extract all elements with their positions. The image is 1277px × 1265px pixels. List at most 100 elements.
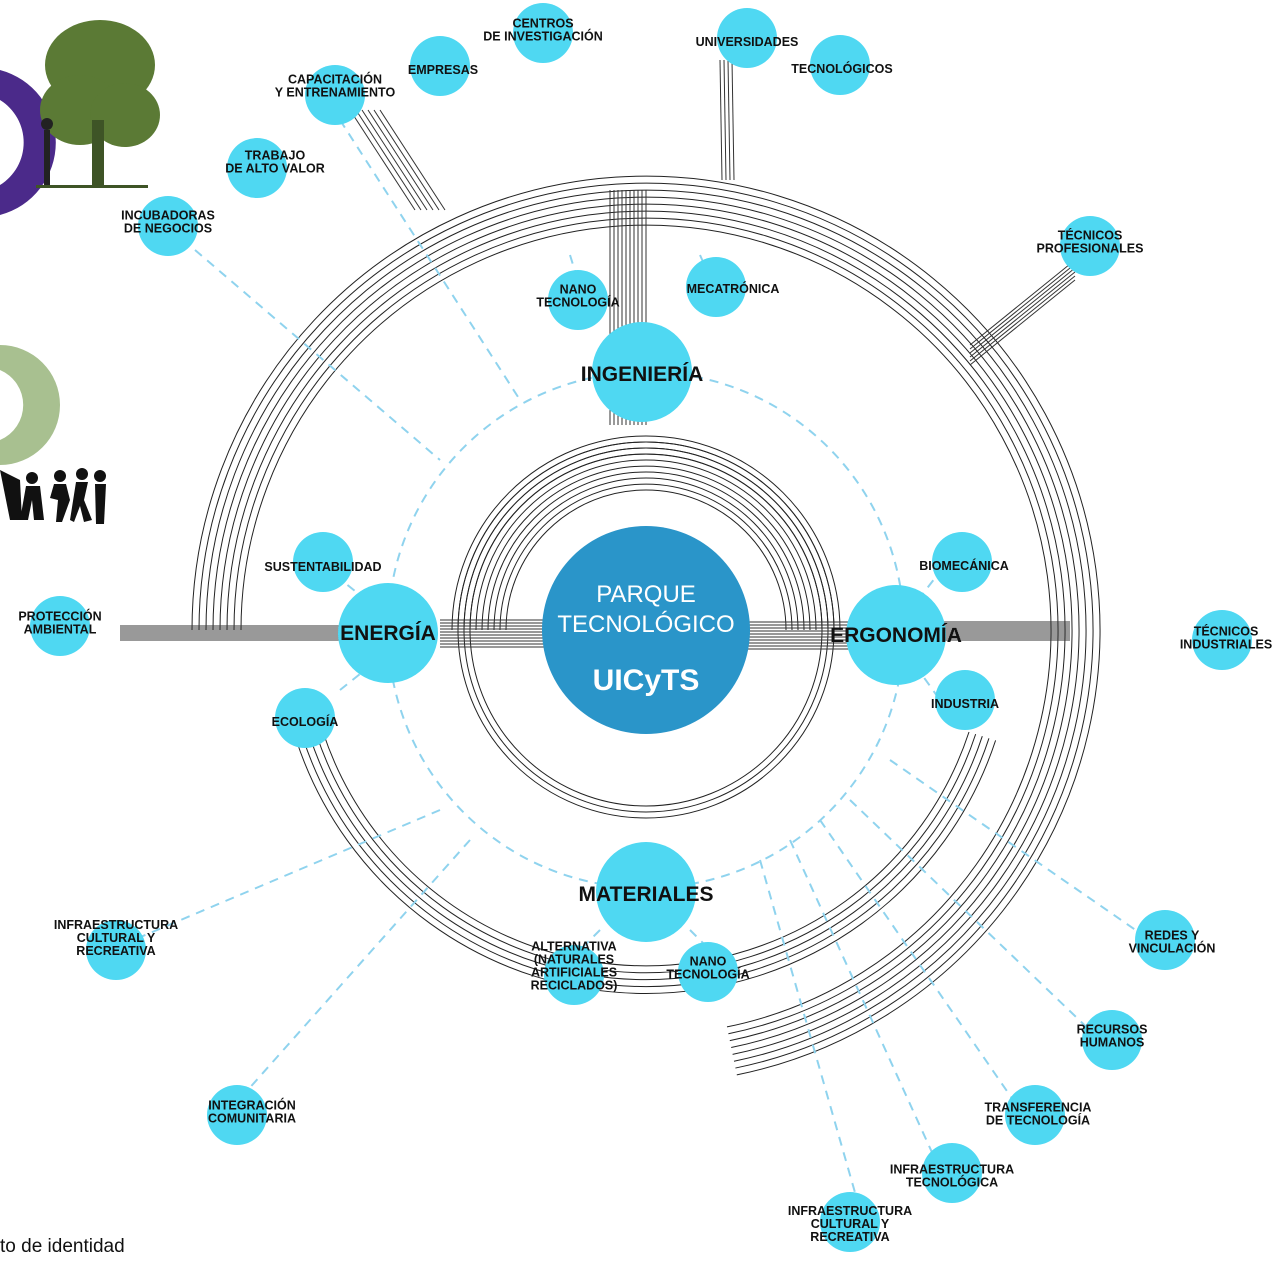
node-nano-bottom-label: TECNOLOGÍA <box>666 967 749 982</box>
node-infra-cultural-left-label: CULTURAL Y <box>77 931 156 945</box>
node-nano-bottom-circle <box>678 942 738 1002</box>
node-infra-cultural-bottom-label: INFRAESTRUCTURA <box>788 1204 912 1218</box>
node-empresas: EMPRESAS <box>408 36 478 96</box>
node-tecnologicos-circle <box>810 35 870 95</box>
node-proteccion-label: AMBIENTAL <box>24 623 97 637</box>
node-centros-circle <box>513 3 573 63</box>
connector-line <box>969 275 1076 362</box>
inner-arc <box>475 459 817 631</box>
people-silhouettes-illustration <box>0 468 106 524</box>
node-industria: INDUSTRIA <box>931 670 999 730</box>
connector-line <box>361 109 428 211</box>
hub-ergonomia-circle <box>846 585 946 685</box>
connector-line <box>731 59 735 181</box>
lower-ring <box>315 733 977 974</box>
node-alternativa-circle <box>544 945 604 1005</box>
node-biomecanica: BIOMECÁNICA <box>919 532 1009 592</box>
inner-arc <box>457 441 835 631</box>
center-line-1: PARQUE <box>596 581 696 608</box>
node-industria-circle <box>935 670 995 730</box>
dashed-link <box>339 669 366 691</box>
node-recursos-label: HUMANOS <box>1080 1036 1145 1050</box>
tree-illustration <box>36 20 160 188</box>
hub-ingenieria-label: INGENIERÍA <box>581 363 704 386</box>
node-tecnicos-prof-label: TÉCNICOS <box>1058 228 1123 243</box>
node-integracion-circle <box>207 1085 267 1145</box>
outer-ring <box>198 182 1094 1069</box>
node-biomecanica-label: BIOMECÁNICA <box>919 558 1009 573</box>
leaf-nodes: NANOTECNOLOGÍAMECATRÓNICASUSTENTABILIDAD… <box>18 3 1272 1252</box>
node-proteccion-circle <box>30 596 90 656</box>
hub-energia-circle <box>338 583 438 683</box>
node-transferencia-circle <box>1005 1085 1065 1145</box>
node-integracion-label: COMUNITARIA <box>208 1112 296 1126</box>
node-trabajo-label: DE ALTO VALOR <box>225 162 325 176</box>
node-infra-cultural-bottom-circle <box>820 1192 880 1252</box>
node-trabajo-circle <box>227 138 287 198</box>
dashed-link <box>339 119 521 401</box>
node-sustentabilidad-label: SUSTENTABILIDAD <box>264 560 381 574</box>
outer-ring <box>233 217 1059 1035</box>
node-alternativa: ALTERNATIVA(NATURALESARTIFICIALESRECICLA… <box>531 940 618 1005</box>
outer-ring <box>219 203 1073 1048</box>
node-redes-label: REDES Y <box>1145 929 1200 943</box>
connector-line <box>723 59 727 181</box>
node-redes-circle <box>1135 910 1195 970</box>
footer-caption: to de identidad <box>0 1236 125 1257</box>
lower-ring <box>302 738 990 988</box>
node-alternativa-label: (NATURALES <box>534 953 614 967</box>
inner-arc <box>487 471 805 631</box>
dashed-link <box>229 839 471 1111</box>
connector-line <box>969 267 1076 354</box>
dashed-link <box>819 819 1021 1111</box>
inner-arc <box>469 453 823 631</box>
node-tecnicos-prof-circle <box>1060 216 1120 276</box>
node-tecnicos-prof-label: PROFESIONALES <box>1037 242 1144 256</box>
node-industria-label: INDUSTRIA <box>931 697 999 711</box>
dashed-link <box>849 799 1101 1041</box>
node-proteccion-label: PROTECCIÓN <box>18 609 101 624</box>
lower-ring <box>295 740 997 994</box>
node-universidades-label: UNIVERSIDADES <box>696 35 799 49</box>
node-sustentabilidad: SUSTENTABILIDAD <box>264 532 382 592</box>
node-ecologia-circle <box>275 688 335 748</box>
node-alternativa-label: RECICLADOS) <box>531 979 618 993</box>
node-recursos-label: RECURSOS <box>1077 1023 1148 1037</box>
inner-arc <box>451 435 841 631</box>
connector-line <box>969 271 1076 358</box>
lower-ring <box>309 736 983 981</box>
connector-line <box>969 279 1076 366</box>
node-incubadoras-label: INCUBADORAS <box>121 209 215 223</box>
node-mecatronica-circle <box>686 257 746 317</box>
inner-arc <box>499 483 793 631</box>
outer-ring <box>191 175 1101 1076</box>
lower-ring <box>322 731 970 967</box>
outer-ring <box>226 210 1066 1042</box>
green-ring-logo <box>0 345 60 465</box>
node-trabajo-label: TRABAJO <box>245 149 306 163</box>
node-nano-top-label: TECNOLOGÍA <box>536 295 619 310</box>
inner-arc <box>463 447 829 631</box>
node-redes-label: VINCULACIÓN <box>1129 941 1216 956</box>
node-recursos-circle <box>1082 1010 1142 1070</box>
node-tecnicos-ind-label: TÉCNICOS <box>1194 624 1259 639</box>
node-universidades: UNIVERSIDADES <box>696 8 799 68</box>
inner-arc <box>493 477 799 631</box>
center-line-3: UICyTS <box>593 664 700 697</box>
center-node: PARQUE TECNOLÓGICO UICyTS <box>542 526 750 734</box>
node-infra-cultural-bottom-label: CULTURAL Y <box>811 1217 890 1231</box>
hub-ingenieria: INGENIERÍA <box>581 322 704 422</box>
hub-energia-label: ENERGÍA <box>340 622 436 645</box>
node-centros-label: DE INVESTIGACIÓN <box>483 29 602 44</box>
connector-line <box>719 59 723 181</box>
connector-line <box>969 263 1076 350</box>
outer-ring <box>205 189 1087 1062</box>
node-empresas-circle <box>410 36 470 96</box>
